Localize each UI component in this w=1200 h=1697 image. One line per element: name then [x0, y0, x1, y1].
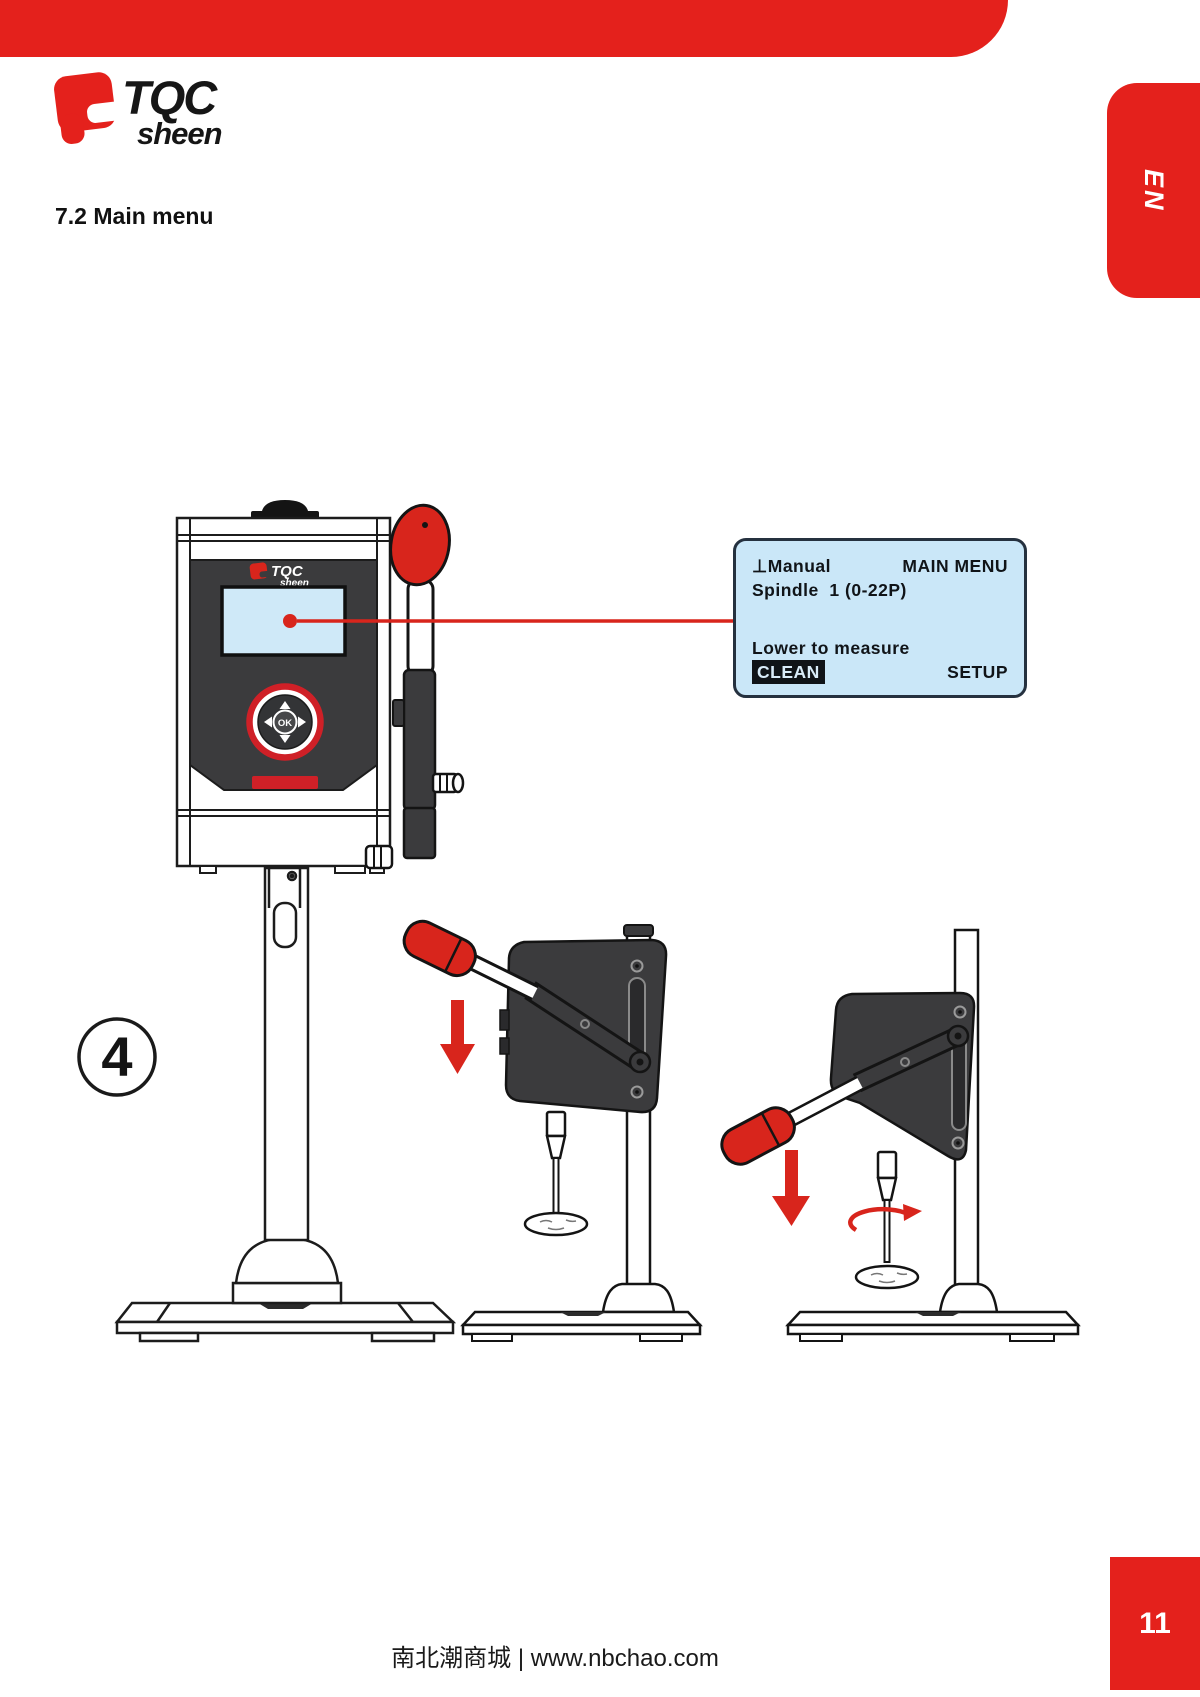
nav-up-arrow-icon [279, 701, 291, 709]
measuring-illustration [720, 928, 1081, 1342]
device-logo: TQC sheen [249, 562, 309, 589]
language-tab-label: EN [1139, 168, 1169, 213]
device-nav-pad: OK [246, 683, 324, 761]
nav-right-arrow-icon [298, 716, 306, 728]
screen-callout-box: ⊥Manual MAIN MENU Spindle 1 (0-22P) Lowe… [733, 538, 1027, 698]
callout-instruction: Lower to measure [752, 638, 910, 658]
brand-name: TQC [122, 71, 218, 124]
nav-down-arrow-icon [279, 735, 291, 743]
callout-dot [283, 614, 297, 628]
device-red-bar [252, 776, 318, 789]
lowering-illustration [402, 919, 703, 1342]
callout-mode: ⊥Manual [752, 556, 832, 576]
lowering-lever-knob [402, 919, 477, 978]
device-logo-sub: sheen [280, 578, 309, 589]
brand-sub: sheen [137, 116, 222, 151]
callout-spacer [752, 602, 1008, 636]
spindle [523, 1110, 589, 1237]
callout-clean-option: CLEAN [752, 660, 825, 684]
red-down-arrow-2 [772, 1150, 810, 1226]
stand-column [263, 866, 310, 1242]
spindle-rotation-arrow [848, 1204, 922, 1232]
lever-knob [389, 503, 451, 587]
callout-setup-option: SETUP [947, 662, 1008, 682]
stand-base [114, 1236, 457, 1343]
tqc-logo-icon [54, 72, 124, 144]
main-lever-assembly [364, 503, 465, 870]
nav-ok-button-label: OK [278, 718, 292, 729]
footer-text: 南北潮商城 | www.nbchao.com [391, 1645, 719, 1672]
language-tab-en: EN [1107, 83, 1200, 298]
nav-left-arrow-icon [264, 716, 272, 728]
red-down-arrow [440, 1000, 475, 1074]
device-logo-name: TQC [271, 563, 304, 580]
step-4-badge: 4 [77, 1017, 157, 1097]
step-number-label: 4 [101, 1025, 132, 1088]
device-head: TQC sheen OK [175, 500, 392, 874]
spindle-2 [854, 1150, 920, 1290]
page-number-badge: 11 [1110, 1557, 1200, 1690]
callout-title: MAIN MENU [902, 556, 1008, 576]
measuring-lever-knob [720, 1106, 796, 1166]
section-heading: 7.2 Main menu [55, 203, 214, 229]
tqc-sheen-logo: TQC sheen [54, 71, 223, 151]
callout-spindle: Spindle 1 (0-22P) [752, 580, 907, 600]
top-red-banner [0, 0, 1008, 57]
page-number: 11 [1139, 1606, 1171, 1640]
